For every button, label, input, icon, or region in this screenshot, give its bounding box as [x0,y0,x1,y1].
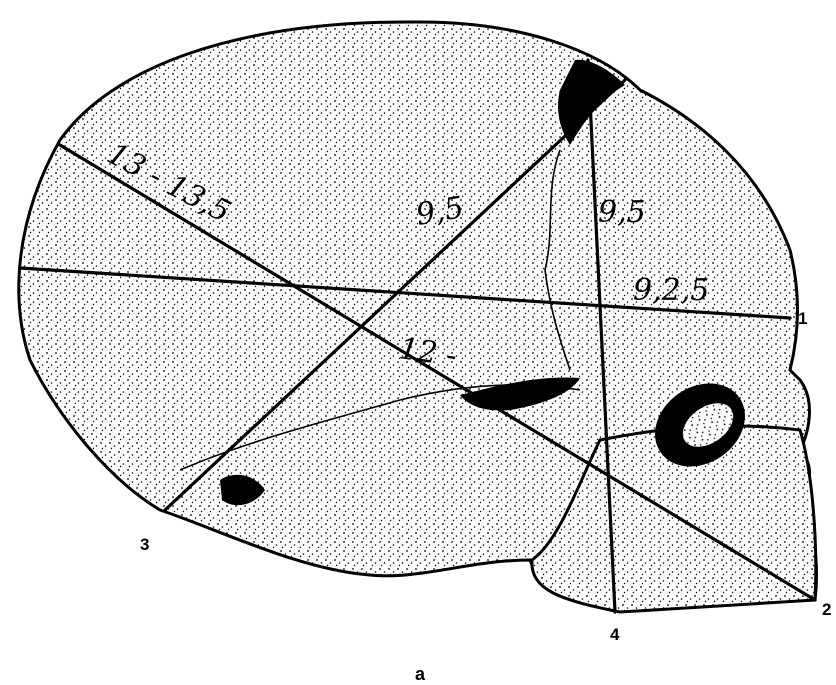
point-label-1: 1 [798,309,807,328]
point-label-2: 2 [822,600,831,619]
measure-label-9-5-vert: 9,5 [598,195,646,230]
figure-caption: а [415,664,426,684]
measure-label-9-2-5: 9,2,5 [633,273,709,308]
point-label-3: 3 [140,535,149,554]
point-label-4: 4 [610,625,620,644]
